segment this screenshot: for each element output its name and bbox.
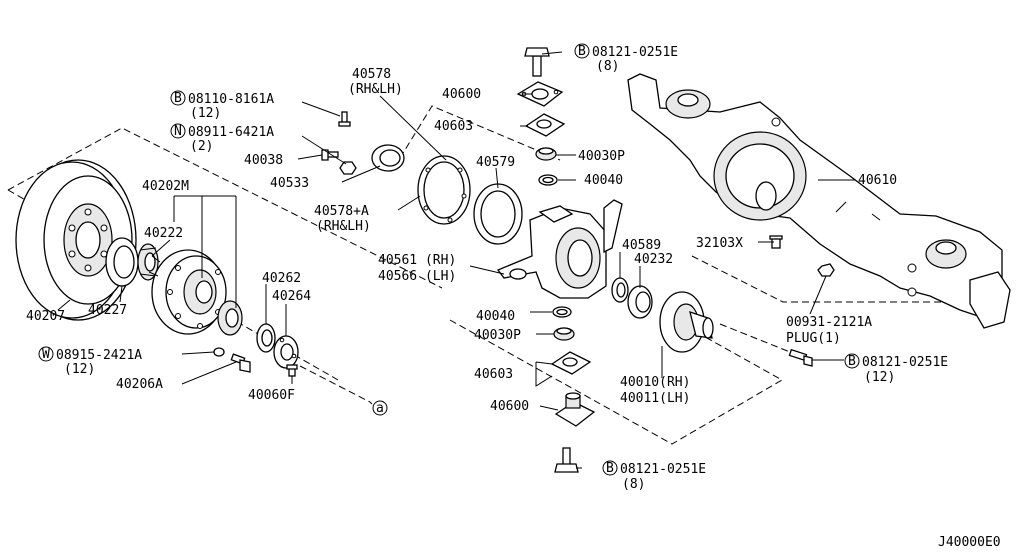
drain-plug-icon [817,263,835,277]
part-qty-label: (RH&LH) [316,219,371,234]
small-washer-icon [213,347,225,357]
spindle-icon [659,291,714,353]
bolt-bottom-icon [554,447,579,473]
part-number-label: 08911-6421A [188,125,274,140]
part-number-label: 40202M [142,179,189,194]
callout-prefix: W [42,347,50,362]
part-qty-label: (8) [622,477,645,492]
shim-bottom-icon [550,351,592,375]
part-number-label: 40011(LH) [620,391,690,406]
part-qty-label: PLUG(1) [786,331,841,346]
axle-housing-icon [627,73,1011,329]
reference-letter: a [376,401,384,416]
part-number-label: 40264 [272,289,311,304]
part-number-label: 40060F [248,388,295,403]
part-number-label: 40566 (LH) [378,269,456,284]
part-number-label: 08121-0251E [592,45,678,60]
seal-40579-icon [473,183,523,245]
part-number-label: 40040 [476,309,515,324]
seal-40589-icon [611,277,629,303]
hub-seal-icon [105,237,139,287]
part-qty-label: (2) [190,139,213,154]
race-top-icon [538,174,558,186]
brake-disc-icon [15,159,137,321]
part-number-label: 40579 [476,155,515,170]
bushing-40232-icon [627,285,653,319]
lock-washer-icon [256,323,276,353]
nut-icon [339,161,357,175]
breather-32103x-icon [769,235,783,249]
part-number-label: 40207 [26,309,65,324]
part-number-label: 32103X [696,236,743,251]
inner-bearing-icon [137,243,159,281]
part-number-label: 40040 [584,173,623,188]
bolt-top-icon [524,47,550,77]
part-number-label: 08915-2421A [56,348,142,363]
wheel-hub-icon [148,249,227,335]
kingpin-cap-bottom-icon [554,392,596,427]
bolt-40038-icon [321,149,339,161]
part-qty-label: (12) [64,362,95,377]
part-number-label: 40600 [442,87,481,102]
leader-lines [57,51,856,469]
race-bottom-icon [552,306,572,318]
callout-prefix: N [174,124,182,139]
part-labels: B 08121-0251E (8) 40578 (RH&LH) 40600 B … [26,43,1001,550]
part-number-label: 40038 [244,153,283,168]
part-number-label: 40262 [262,271,301,286]
part-number-label: 40561 (RH) [378,253,456,268]
seal-40533-icon [371,144,405,172]
bearing-cone-bottom-icon [553,327,575,341]
part-number-label: 40222 [144,226,183,241]
part-number-label: 08121-0251E [620,462,706,477]
part-number-label: 40030P [578,149,625,164]
part-number-label: 40232 [634,252,673,267]
part-qty-label: (RH&LH) [348,82,403,97]
part-number-label: 40578+A [314,204,369,219]
shim-top-icon [524,113,566,137]
part-number-label: 40533 [270,176,309,191]
steering-knuckle-icon [496,199,623,299]
part-number-label: 40600 [490,399,529,414]
callout-prefix: B [174,91,182,106]
part-number-label: 40589 [622,238,661,253]
bolt-right-icon [788,348,813,367]
part-number-label: 40206A [116,377,163,392]
part-qty-label: (12) [190,106,221,121]
screw-40060f-icon [286,364,298,377]
dust-seal-plate-icon [417,155,471,225]
bearing-cone-top-icon [535,147,557,161]
part-number-label: 40610 [858,173,897,188]
reference-circle [372,400,388,416]
part-number-label: 40010(RH) [620,375,690,390]
part-number-label: 00931-2121A [786,315,872,330]
callout-prefix: B [848,354,856,369]
part-qty-label: (8) [596,59,619,74]
outer-bearing-icon [217,300,243,336]
part-number-label: 40030P [474,328,521,343]
part-number-label: 40578 [352,67,391,82]
lock-plate-icon [273,335,299,369]
part-number-label: 08110-8161A [188,92,274,107]
part-number-label: 40227 [88,303,127,318]
part-number-label: 08121-0251E [862,355,948,370]
part-number-label: 40603 [434,119,473,134]
hub-bolt-icon [230,353,251,373]
callout-prefix: B [606,461,614,476]
part-number-label: 40603 [474,367,513,382]
callout-prefix: B [578,44,586,59]
part-qty-label: (12) [864,370,895,385]
diagram-code: J40000E0 [938,535,1001,550]
bolt-08110-icon [338,111,351,127]
